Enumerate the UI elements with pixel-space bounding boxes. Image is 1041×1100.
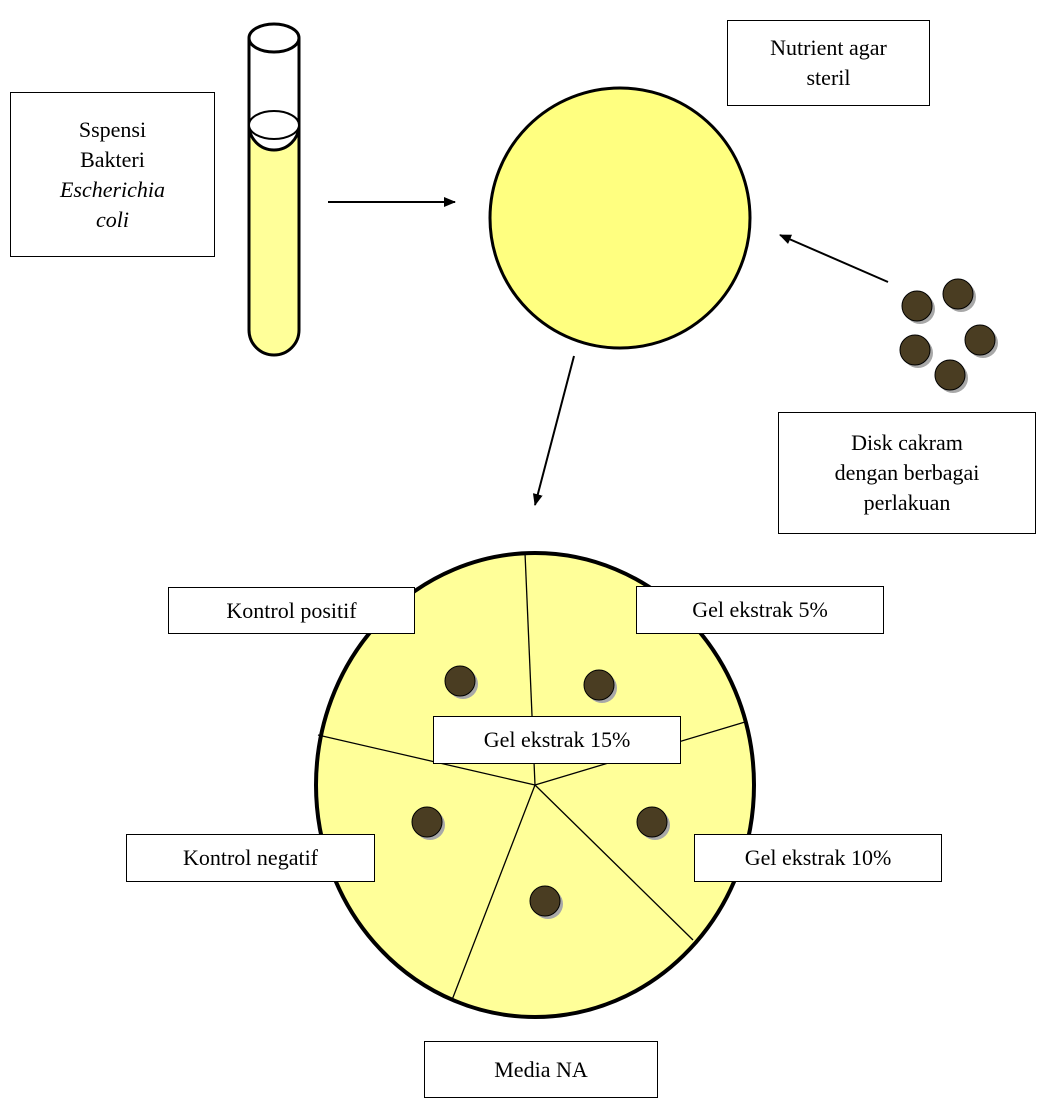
tube-liquid xyxy=(249,125,299,355)
arrow-plate-to-media xyxy=(535,356,574,505)
disk-line-2: dengan berbagai xyxy=(835,458,980,488)
suspension-line-2: Bakteri xyxy=(80,145,145,175)
tube-meniscus xyxy=(249,111,299,139)
agar-plate-icon xyxy=(490,88,750,348)
disk-line-3: perlakuan xyxy=(864,488,951,518)
media-na-label: Media NA xyxy=(424,1041,658,1098)
gel-15-label: Gel ekstrak 15% xyxy=(433,716,681,764)
nutrient-line-1: Nutrient agar xyxy=(770,33,887,63)
tube-rim xyxy=(249,24,299,52)
suspension-label: Sspensi Bakteri Escherichia coli xyxy=(10,92,215,257)
gel-5-label: Gel ekstrak 5% xyxy=(636,586,884,634)
test-tube-icon xyxy=(249,24,299,355)
kontrol-positif-label: Kontrol positif xyxy=(168,587,415,634)
disk-line-1: Disk cakram xyxy=(851,428,963,458)
suspension-line-3: Escherichia xyxy=(60,175,165,205)
disk-label: Disk cakram dengan berbagai perlakuan xyxy=(778,412,1036,534)
gel-10-label: Gel ekstrak 10% xyxy=(694,834,942,882)
kontrol-negatif-label: Kontrol negatif xyxy=(126,834,375,882)
suspension-line-1: Sspensi xyxy=(79,115,146,145)
paper-disk-icon xyxy=(900,279,998,393)
nutrient-agar-label: Nutrient agar steril xyxy=(727,20,930,106)
suspension-line-4: coli xyxy=(96,205,129,235)
arrow-disks-to-plate xyxy=(780,235,888,282)
nutrient-line-2: steril xyxy=(807,63,851,93)
